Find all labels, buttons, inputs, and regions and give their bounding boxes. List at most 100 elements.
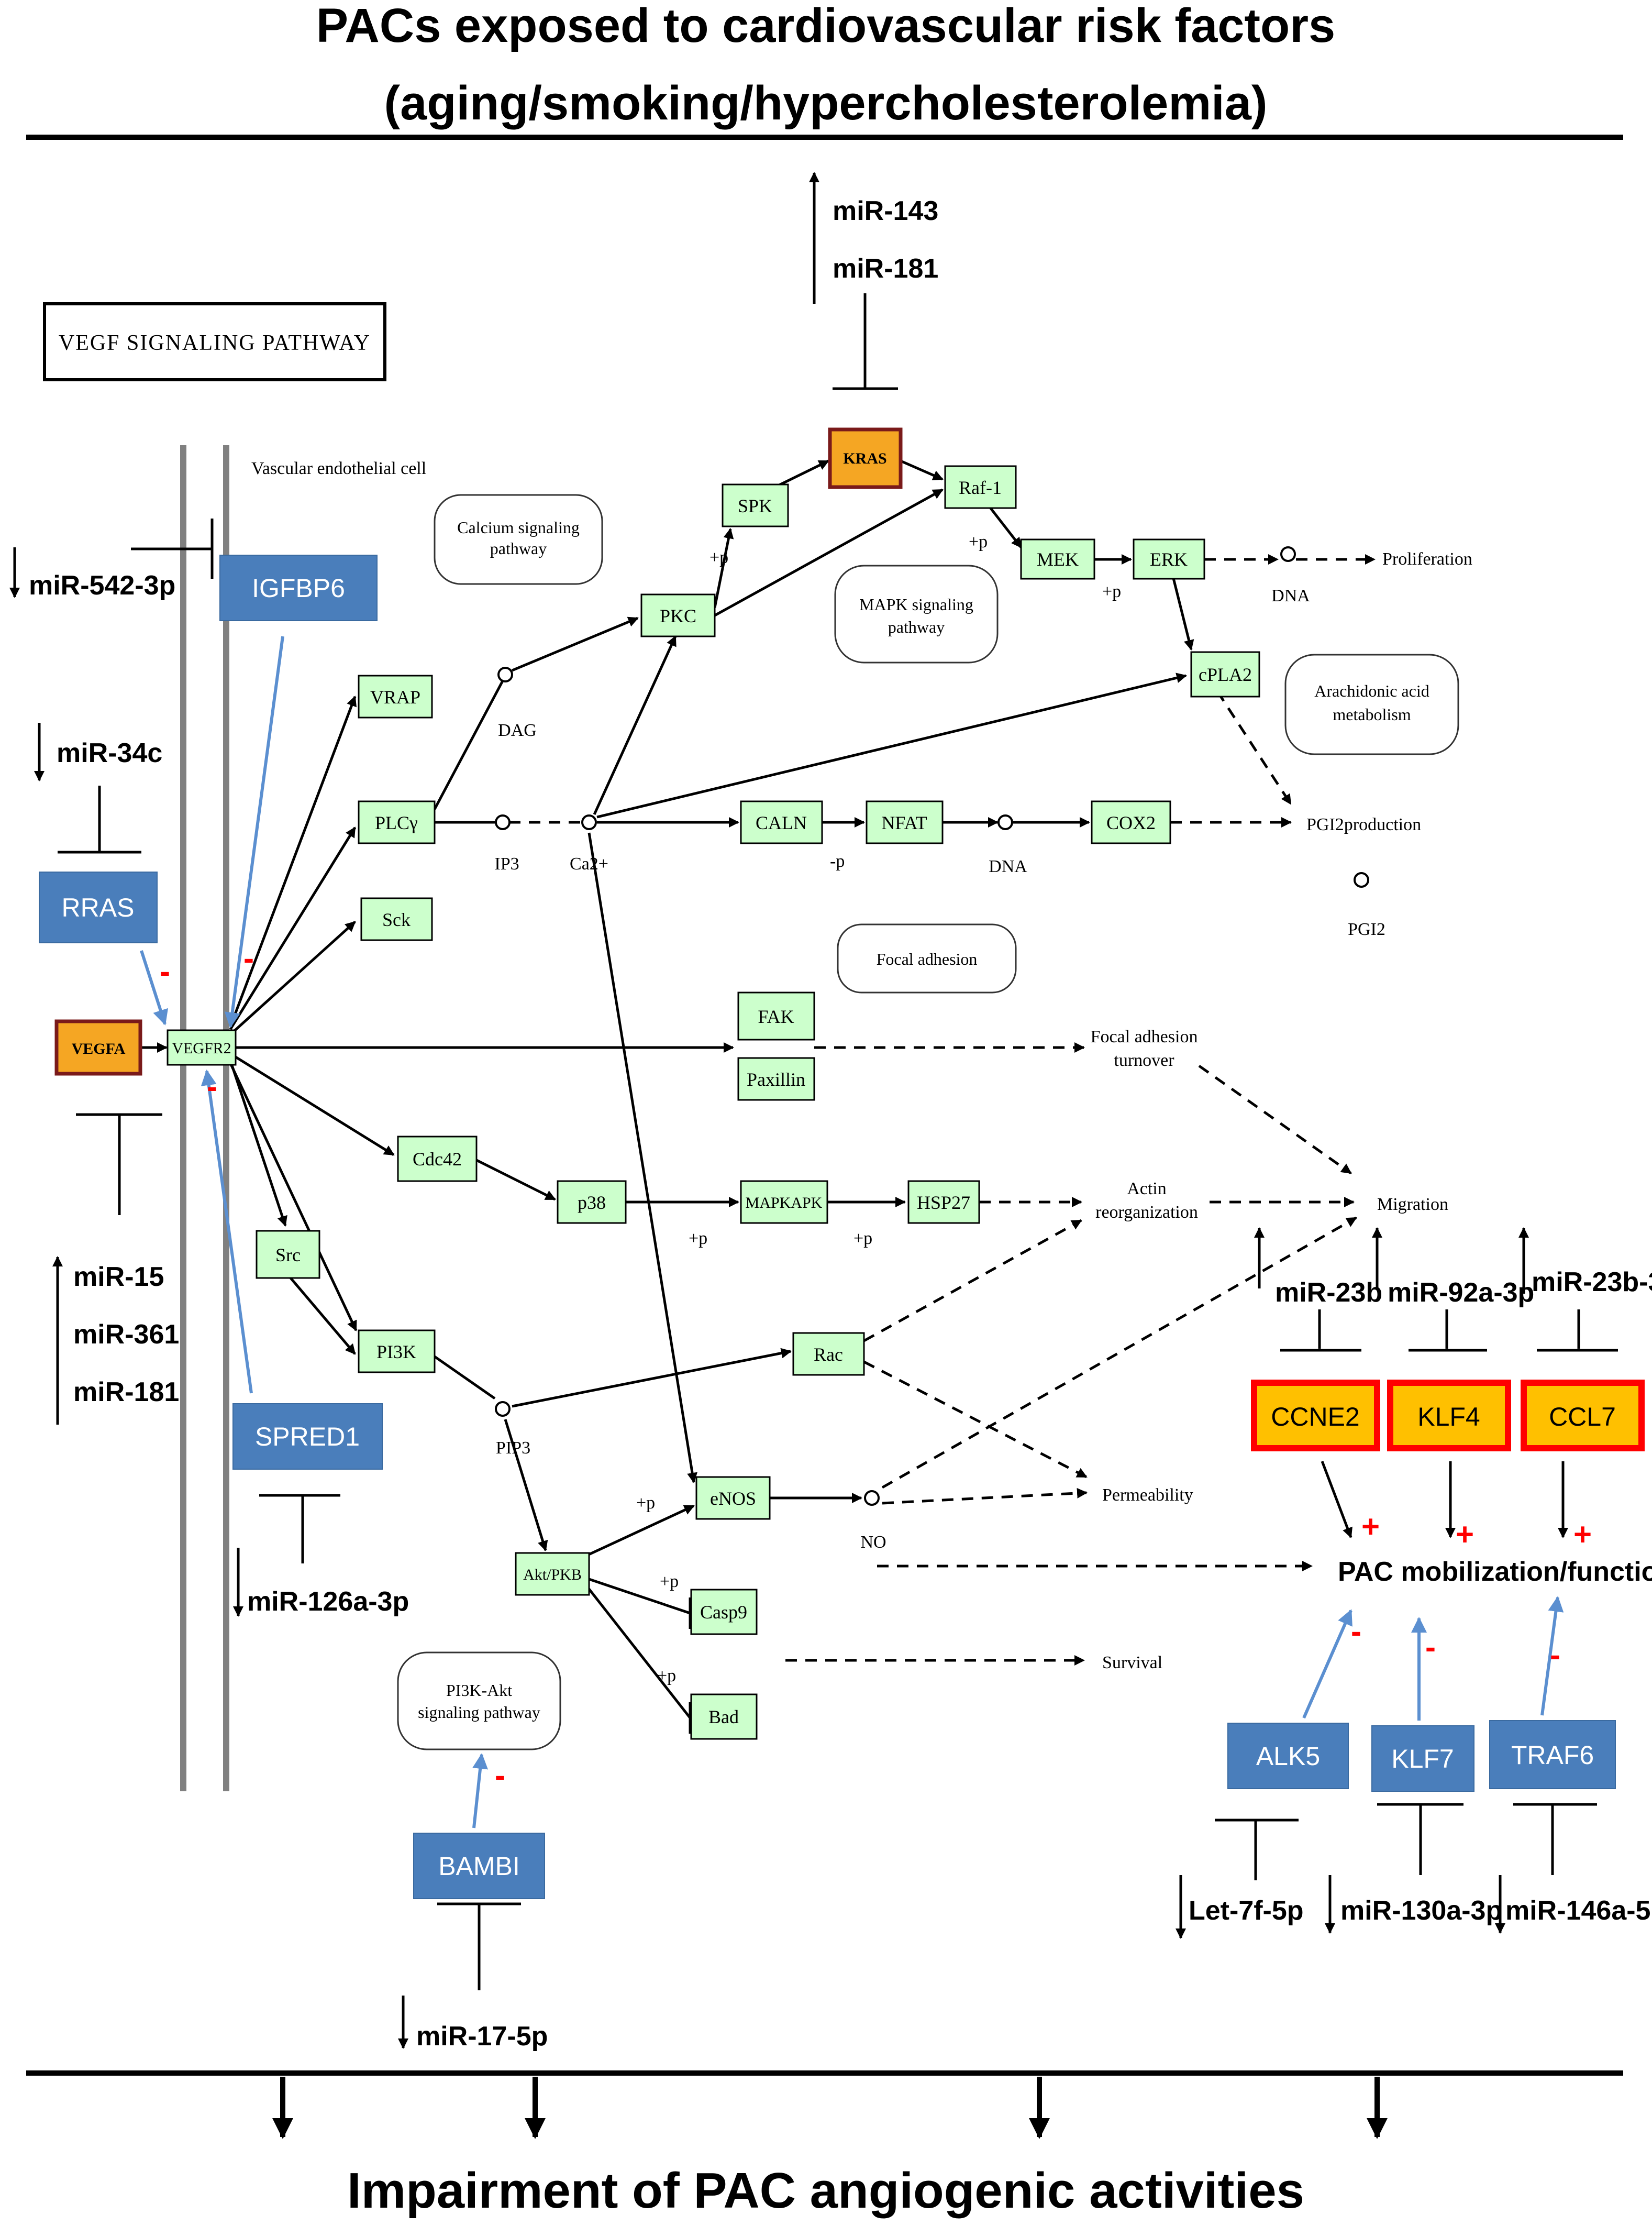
pi3k-pathway-box xyxy=(397,1651,561,1750)
minus-sign: - xyxy=(1425,1629,1436,1665)
enos-label: eNOS xyxy=(710,1488,756,1509)
ca-label: Ca2+ xyxy=(570,854,608,874)
dag-label: DAG xyxy=(498,721,537,740)
igfbp6-box xyxy=(219,555,378,621)
plus-p-modifier: +p xyxy=(969,532,988,552)
mek-label: MEK xyxy=(1037,549,1079,570)
footer-title: Impairment of PAC angiogenic activities xyxy=(347,2163,1304,2219)
rac-label: Rac xyxy=(814,1344,843,1365)
kras-label: KRAS xyxy=(843,450,886,467)
src-box xyxy=(256,1230,320,1279)
mirna-label: miR-23b-3p xyxy=(1532,1267,1652,1297)
enos-box xyxy=(695,1476,771,1520)
vegfa-box xyxy=(54,1019,142,1076)
bad-box xyxy=(690,1693,758,1740)
plus-p-modifier: +p xyxy=(660,1572,679,1591)
minus-sign: - xyxy=(160,954,170,989)
calcium-pathway-box xyxy=(434,494,603,585)
focal-adhesion-pathway-box xyxy=(837,923,1017,994)
dna1-label: DNA xyxy=(1271,586,1310,605)
calcium-pathway-line1: Calcium signaling xyxy=(457,518,580,537)
kras-box xyxy=(828,427,903,489)
actin-line1: Actin xyxy=(1127,1179,1167,1198)
mapkapk-label: MAPKAPK xyxy=(746,1194,823,1211)
mirna-label: miR-181 xyxy=(833,254,938,284)
plus-p-modifier: +p xyxy=(636,1493,655,1513)
pkc-label: PKC xyxy=(660,605,696,626)
pathway-edges xyxy=(140,459,1376,1734)
klf7-box xyxy=(1371,1725,1474,1792)
mirna-label: miR-126a-3p xyxy=(247,1586,409,1617)
plus-sign: + xyxy=(1361,1509,1380,1544)
cell-label: Vascular endothelial cell xyxy=(251,459,426,478)
plus-sign: + xyxy=(1573,1517,1592,1552)
bambi-label: BAMBI xyxy=(438,1852,520,1881)
metabolite-nodes xyxy=(495,546,1369,1506)
mek-box xyxy=(1020,538,1095,580)
mirna-label: Let-7f-5p xyxy=(1189,1896,1304,1926)
caln-box xyxy=(740,800,823,844)
ccne2-label: CCNE2 xyxy=(1271,1402,1359,1431)
nfat-box xyxy=(866,800,944,844)
permeability-label: Permeability xyxy=(1102,1485,1193,1505)
minus-sign: - xyxy=(1351,1614,1361,1649)
inhibition-arrows xyxy=(140,636,1564,1828)
alk5-box xyxy=(1227,1723,1349,1789)
migration-label: Migration xyxy=(1377,1195,1448,1214)
plcy-label: PLCγ xyxy=(375,812,418,833)
klf4-label: KLF4 xyxy=(1417,1402,1480,1431)
mirna-label: miR-23b xyxy=(1275,1277,1382,1308)
alk5-label: ALK5 xyxy=(1256,1742,1320,1771)
bambi-box xyxy=(413,1833,545,1899)
minus-p-modifier: -p xyxy=(830,852,845,871)
rac-box xyxy=(792,1332,865,1376)
hsp27-label: HSP27 xyxy=(917,1192,970,1213)
igfbp6-label: IGFBP6 xyxy=(252,574,345,603)
mirna-label: miR-143 xyxy=(833,196,938,226)
mirna-label: miR-34c xyxy=(57,738,162,768)
raf1-label: Raf-1 xyxy=(959,477,1002,498)
erk-box xyxy=(1133,538,1205,580)
focal-turnover-line1: Focal adhesion xyxy=(1091,1027,1198,1046)
mirna-label: miR-130a-3p xyxy=(1340,1896,1502,1926)
no-label: NO xyxy=(860,1533,886,1552)
rras-box xyxy=(39,872,158,943)
paxillin-box xyxy=(737,1057,815,1101)
plcy-box xyxy=(358,800,436,844)
pip3-label: PIP3 xyxy=(496,1438,530,1458)
aktpkb-label: Akt/PKB xyxy=(523,1566,582,1583)
header-line2: (aging/smoking/hypercholesterolemia) xyxy=(384,76,1267,130)
pkc-box xyxy=(640,593,716,637)
ip3-label: IP3 xyxy=(494,854,519,874)
legend-title: VEGF SIGNALING PATHWAY xyxy=(59,331,371,355)
cdc42-label: Cdc42 xyxy=(413,1149,462,1170)
mirna-label: miR-92a-3p xyxy=(1388,1277,1534,1308)
legend-box xyxy=(43,302,386,381)
pgi2-production-label: PGI2production xyxy=(1306,815,1421,834)
ccl7-box xyxy=(1521,1380,1645,1451)
mirna-label: miR-181 xyxy=(73,1377,179,1407)
sck-box xyxy=(360,897,433,941)
minus-sign: - xyxy=(243,941,254,976)
mirna-label: miR-17-5p xyxy=(416,2021,548,2052)
fak-label: FAK xyxy=(758,1006,794,1027)
focal-adhesion-pathway-label: Focal adhesion xyxy=(877,950,978,968)
src-label: Src xyxy=(275,1244,301,1265)
p38-label: p38 xyxy=(578,1192,606,1213)
hsp27-box xyxy=(907,1180,980,1224)
spred1-box xyxy=(232,1403,383,1470)
caln-label: CALN xyxy=(756,812,807,833)
ccne2-to-pac-arrow xyxy=(1321,1461,1352,1538)
vegfr2-label: VEGFR2 xyxy=(172,1040,231,1057)
traf6-box xyxy=(1489,1720,1616,1789)
mapk-pathway-line2: pathway xyxy=(888,618,945,636)
mapkapk-box xyxy=(740,1180,828,1224)
mapk-pathway-box xyxy=(834,565,999,664)
minus-sign: - xyxy=(207,1069,217,1104)
plus-sign: + xyxy=(1456,1517,1474,1552)
traf6-label: TRAF6 xyxy=(1511,1740,1594,1770)
klf7-label: KLF7 xyxy=(1391,1744,1454,1773)
sck-label: Sck xyxy=(382,909,411,930)
arachidonic-pathway-line2: metabolism xyxy=(1333,705,1411,724)
